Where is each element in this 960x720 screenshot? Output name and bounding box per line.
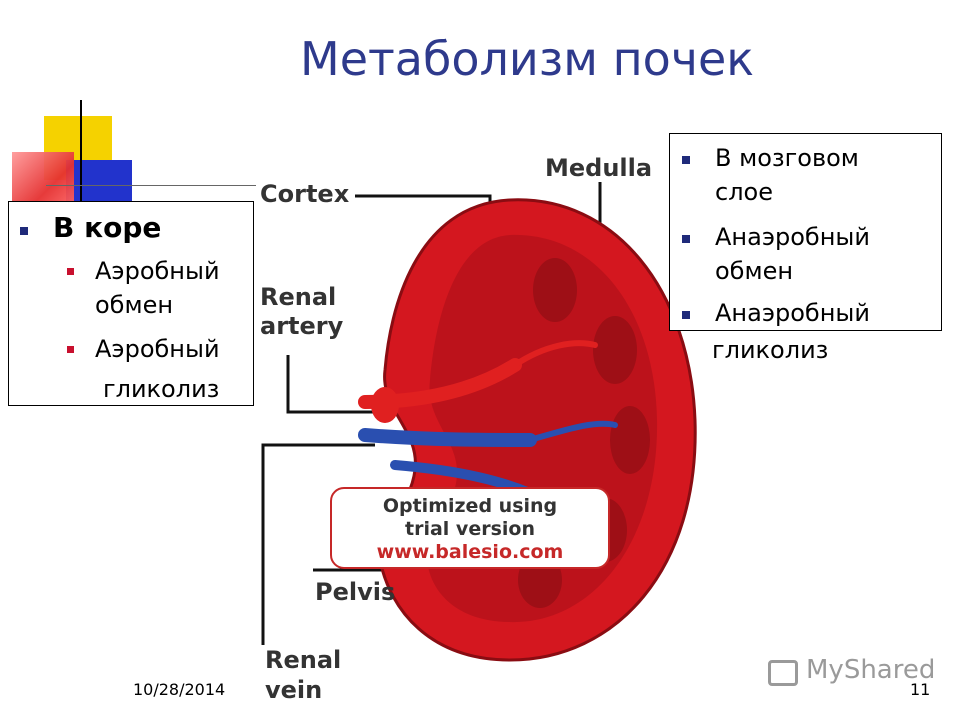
watermark-line-1: Optimized using [382,495,558,517]
label-medulla: Medulla [545,154,652,182]
kidney-diagram: Cortex Medulla Renal artery Pelvis Renal… [260,154,697,704]
label-renal-artery-1: Renal [260,283,336,311]
cortex-item-2-line-1: Аэробный [95,335,220,363]
renal-vein-leader-line [261,443,375,645]
cortex-item-1-line-2: обмен [95,291,174,319]
bullet-square-icon [67,268,74,275]
myshared-logo-icon [768,660,798,686]
cortex-item-1-line-1: Аэробный [95,257,220,285]
cortex-item-2-line-2: гликолиз [103,375,220,403]
slide-page-number: 11 [910,680,931,699]
bullet-square-icon [682,156,690,164]
medulla-item-2-line-2: обмен [715,257,794,285]
myshared-brand[interactable]: MyShared [806,655,936,685]
renal-artery-leader-line [286,355,375,414]
medulla-item-2-line-1: Анаэробный [715,223,870,251]
bullet-square-icon [682,311,690,319]
label-renal-vein-2: vein [265,676,322,704]
label-pelvis: Pelvis [315,578,395,606]
medulla-item-3-line-2: гликолиз [712,336,829,364]
medulla-item-1-line-2: слое [715,178,773,206]
label-renal-artery-2: artery [260,312,344,340]
slide-title: Метаболизм почек [300,32,755,86]
cortex-heading: В коре [53,211,162,244]
slide-date: 10/28/2014 [133,680,226,699]
label-cortex: Cortex [260,180,350,208]
watermark-line-2: trial version [405,518,535,540]
watermark-url: www.balesio.com [376,541,564,563]
bullet-square-icon [67,346,74,353]
bullet-square-icon [20,227,28,235]
bullet-square-icon [682,235,690,243]
medulla-item-1-line-1: В мозговом [715,144,859,172]
medulla-metabolism-box: В мозговом слое Анаэробный обмен Анаэроб… [669,133,942,331]
decor-vertical-line [80,100,82,216]
cortex-metabolism-box: В коре Аэробный обмен Аэробный гликолиз [8,201,254,406]
label-renal-vein-1: Renal [265,646,341,674]
trial-watermark: Optimized using trial version www.balesi… [330,487,610,569]
decor-horizontal-line [46,185,256,186]
medulla-item-3-line-1: Анаэробный [715,299,870,327]
